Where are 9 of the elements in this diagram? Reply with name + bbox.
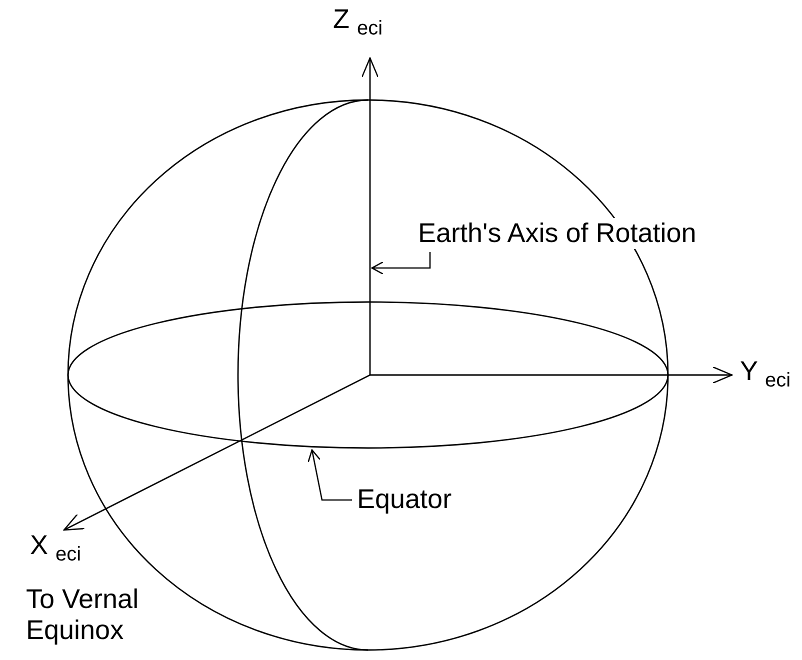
leader-line — [371, 252, 431, 275]
direction-arrow — [361, 57, 379, 375]
equator-ellipse — [67, 301, 669, 449]
axis-label: X $_{eci}$ — [30, 530, 82, 566]
axis-label: Y $_{eci}$ — [740, 356, 791, 392]
leader-line — [308, 449, 352, 501]
callout-text: Earth's Axis of Rotation — [418, 218, 696, 250]
direction-note: To Vernal Equinox — [26, 584, 140, 646]
axis-label: Z $_{eci}$ — [333, 4, 383, 40]
